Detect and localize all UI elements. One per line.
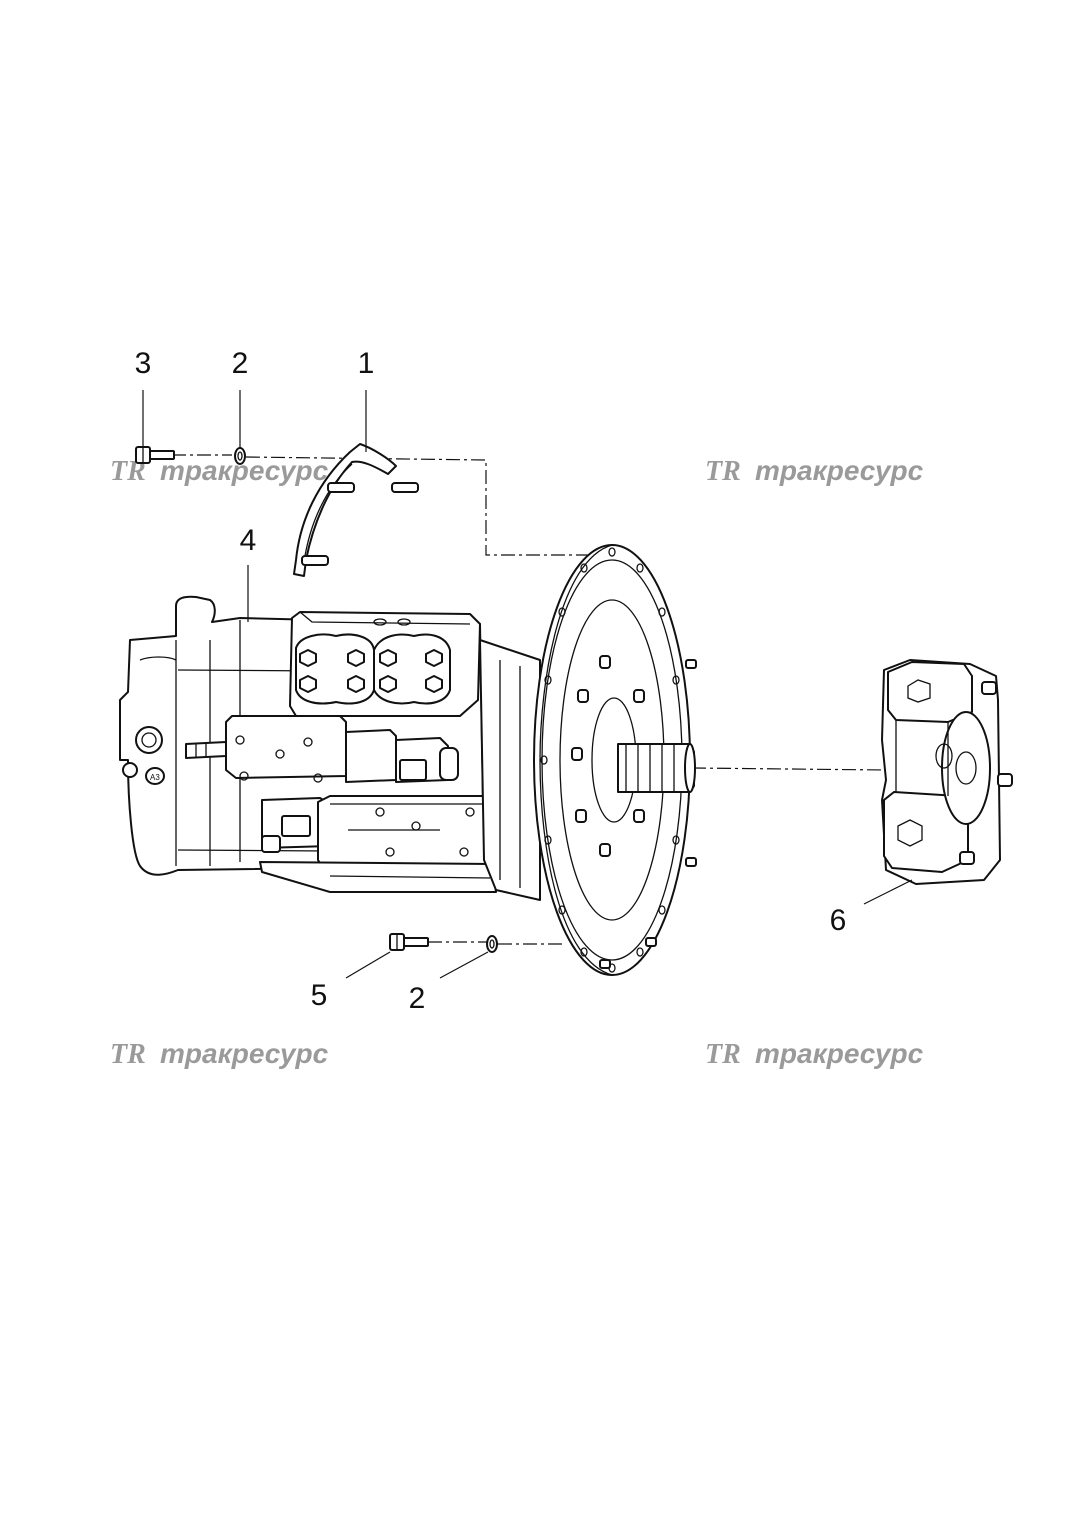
part-5-bolt xyxy=(389,933,429,951)
callout-3: 3 xyxy=(135,347,152,380)
pump-label: A3 xyxy=(150,773,160,782)
callout-1: 1 xyxy=(358,347,375,380)
callout-5: 5 xyxy=(311,979,328,1012)
watermark-bottom-left: TR тракресурс xyxy=(110,1038,329,1070)
part-2-washer-bottom xyxy=(486,935,498,953)
part-4-pump: A3 xyxy=(119,595,541,901)
flywheel-flange xyxy=(533,544,697,976)
watermark-bottom-right: TR тракресурс xyxy=(705,1038,924,1070)
watermark-text: тракресурс xyxy=(755,1038,924,1069)
watermark-text: тракресурс xyxy=(160,1038,329,1069)
callout-6: 6 xyxy=(830,904,847,937)
callout-2-top: 2 xyxy=(232,347,249,380)
part-3-bolt xyxy=(135,446,175,464)
part-2-washer-top xyxy=(234,447,246,465)
part-1-bracket xyxy=(293,443,419,577)
callout-numbers: 3 2 1 4 5 2 6 xyxy=(135,347,847,1015)
callout-2-bottom: 2 xyxy=(409,982,426,1015)
watermark-logo: TR xyxy=(110,1039,146,1070)
watermark-logo: TR xyxy=(705,456,741,487)
watermark-logo: TR xyxy=(705,1039,741,1070)
part-6-coupling xyxy=(881,659,1013,885)
watermark-top-right: TR тракресурс xyxy=(705,455,924,487)
splined-shaft xyxy=(617,743,696,793)
callout-4: 4 xyxy=(240,524,257,557)
leader-lines xyxy=(142,390,913,979)
watermark-text: тракресурс xyxy=(755,455,924,486)
